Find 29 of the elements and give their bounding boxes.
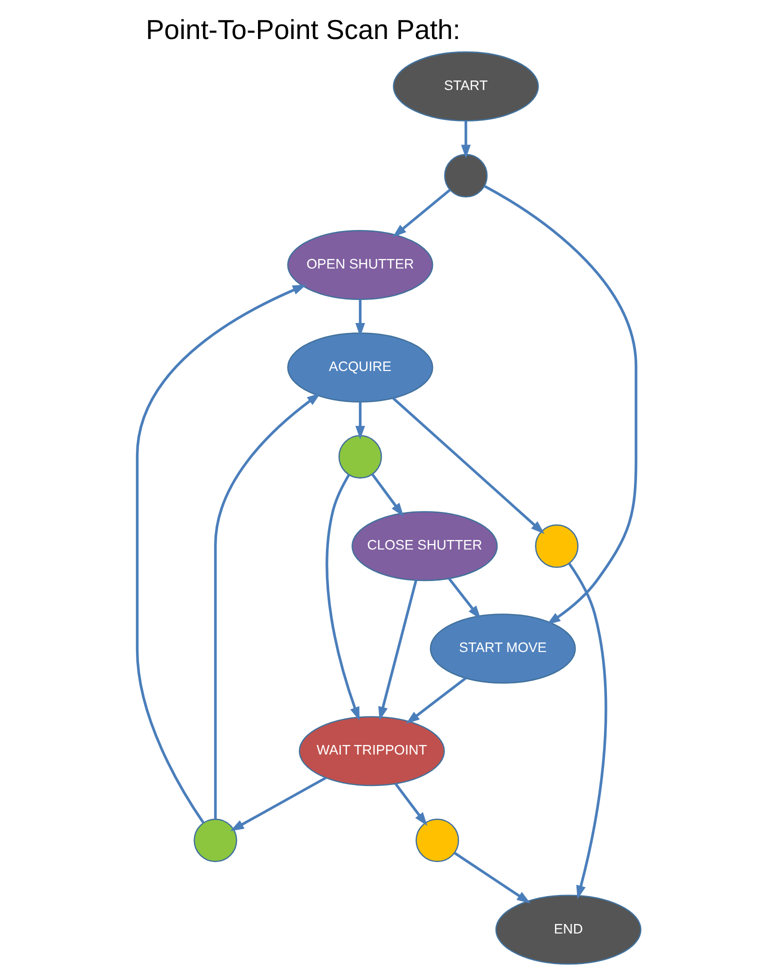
arrow: [371, 473, 404, 517]
arrow: [136, 284, 306, 824]
node-circle: [416, 818, 460, 862]
node-ellipse: OPEN SHUTTER: [287, 230, 434, 300]
arrow: [461, 120, 471, 159]
node-ellipse: WAIT TRIPPOINT: [298, 716, 445, 786]
arrow: [230, 776, 326, 832]
arrow: [378, 580, 418, 721]
node-circle: [338, 435, 382, 479]
arrow: [448, 578, 481, 620]
node-circle: [444, 154, 488, 198]
arrow: [355, 299, 366, 337]
arrow: [392, 397, 545, 534]
node-ellipse: END: [495, 894, 642, 965]
node-circle: [535, 524, 579, 568]
arrow: [568, 562, 608, 900]
node-ellipse: CLOSE SHUTTER: [352, 511, 498, 582]
arrow: [484, 184, 638, 625]
node-ellipse: ACQUIRE: [287, 332, 434, 402]
arrow: [406, 677, 466, 724]
arrow: [392, 188, 451, 238]
arrow: [454, 852, 531, 904]
node-ellipse: START: [392, 51, 539, 122]
arrow: [355, 402, 366, 440]
diagram-title: Point-To-Point Scan Path:: [146, 14, 460, 46]
arrow: [214, 393, 321, 820]
arrow: [326, 474, 360, 721]
arrow: [394, 782, 428, 826]
node-circle: [194, 818, 238, 862]
